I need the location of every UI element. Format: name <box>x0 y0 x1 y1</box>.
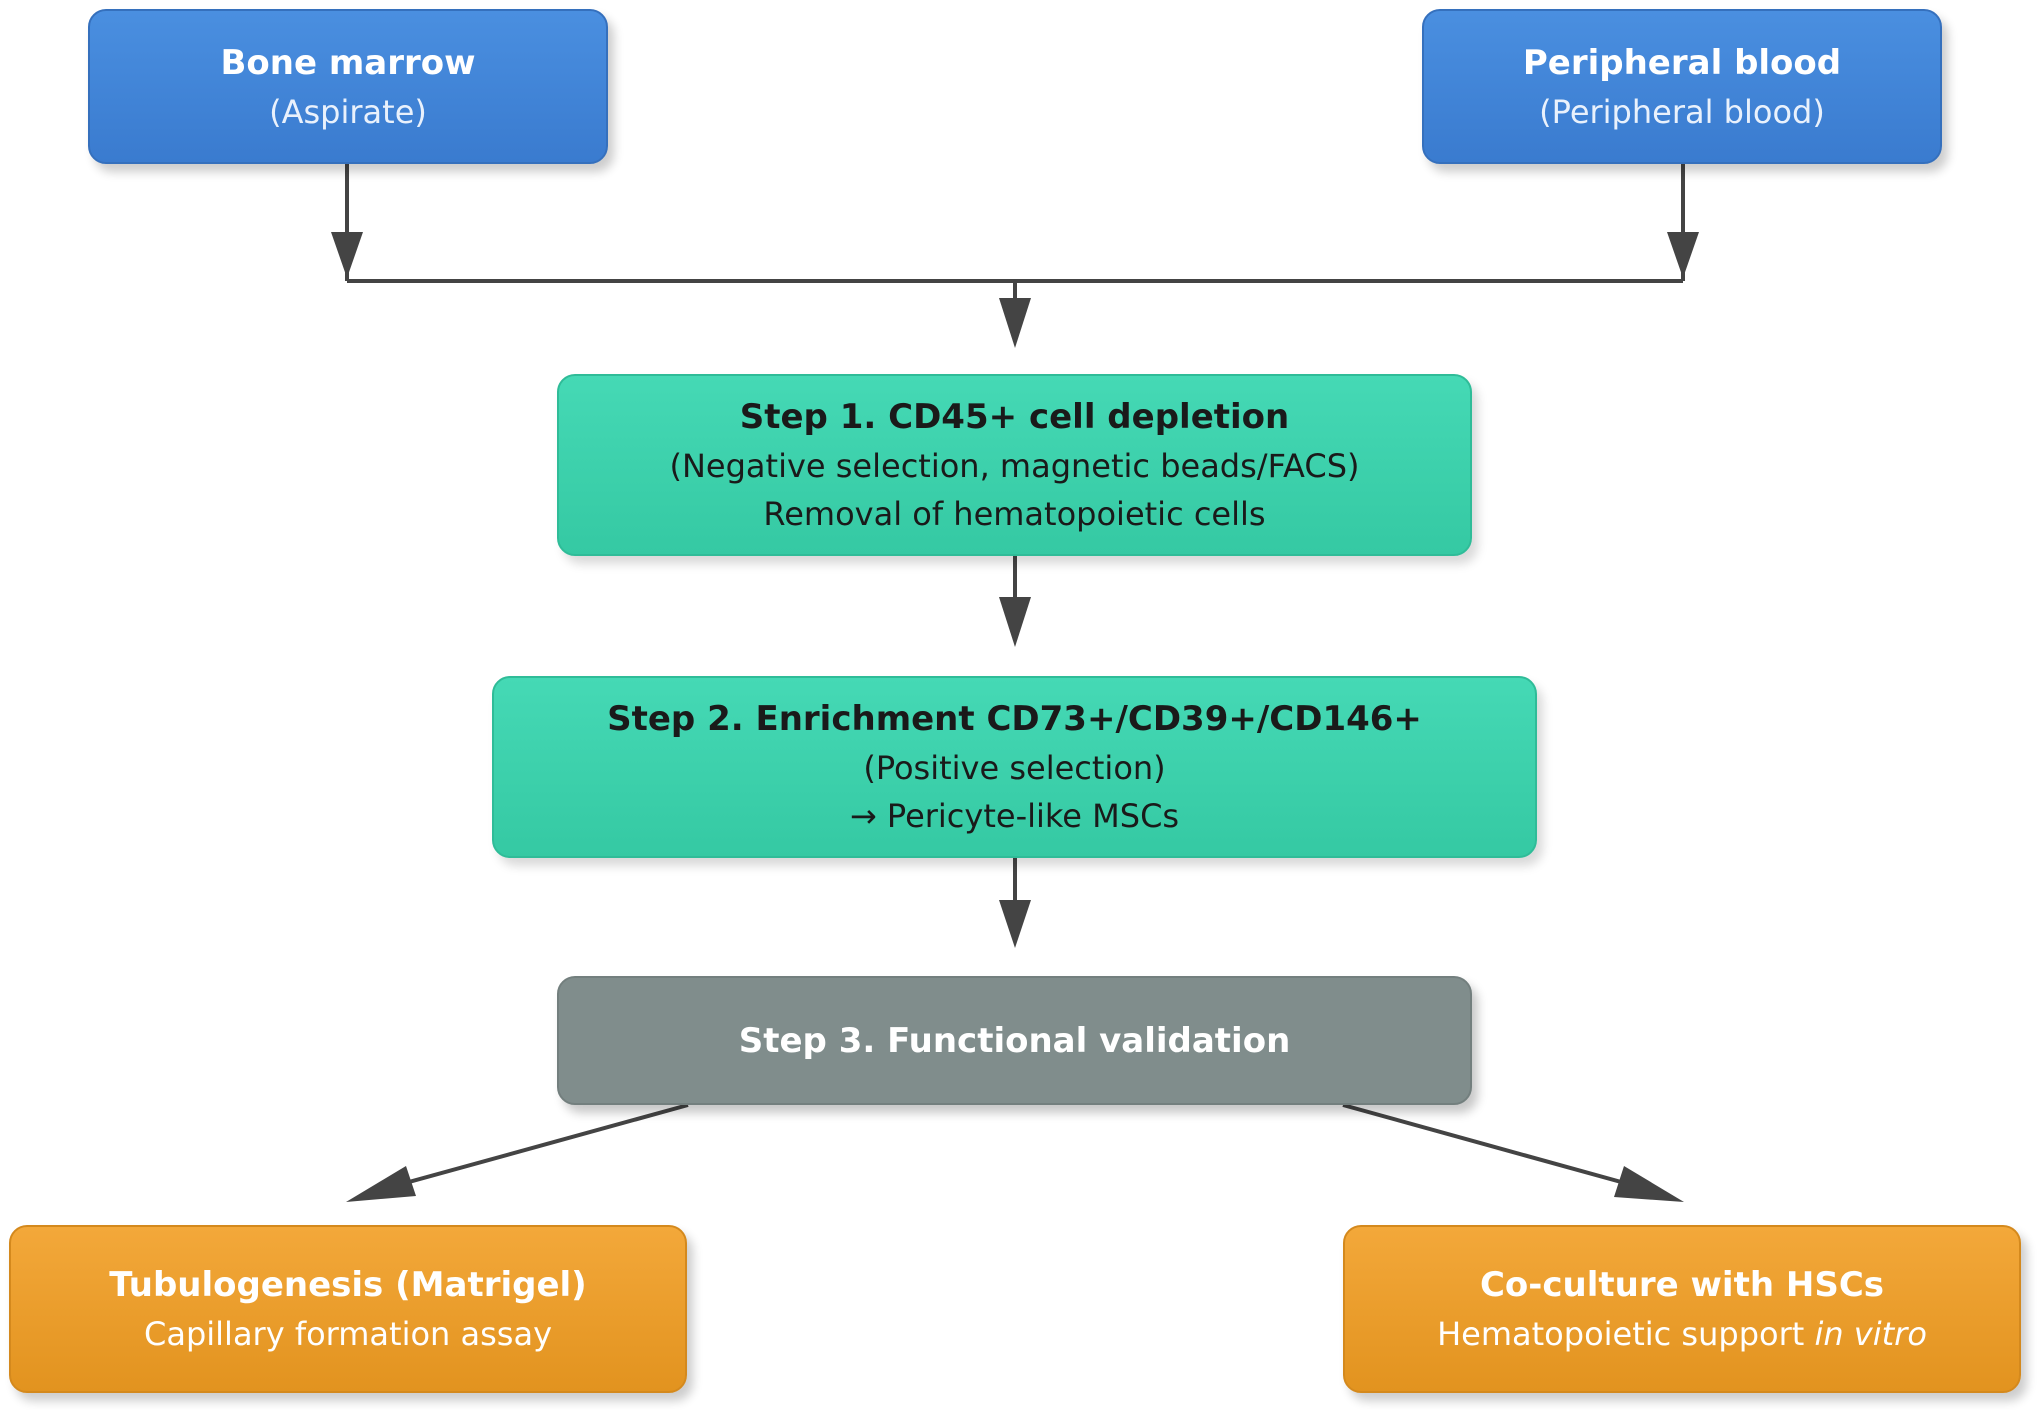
step1-line1: (Negative selection, magnetic beads/FACS… <box>669 447 1360 485</box>
coculture-title: Co-culture with HSCs <box>1479 1265 1885 1305</box>
arrowhead-left-outcome <box>346 1166 416 1202</box>
step3-box: Step 3. Functional validation <box>557 976 1472 1105</box>
coculture-line: Hematopoietic support in vitro <box>1437 1310 1927 1358</box>
bone-marrow-title: Bone marrow <box>220 42 476 83</box>
tubulogenesis-title: Tubulogenesis (Matrigel) <box>109 1265 587 1305</box>
step1-box: Step 1. CD45+ cell depletion (Negative s… <box>557 374 1472 556</box>
peripheral-blood-title: Peripheral blood <box>1522 42 1842 83</box>
step2-line2: → Pericyte-like MSCs <box>849 797 1180 835</box>
arrowhead-step3 <box>999 900 1031 948</box>
connector-step3-right <box>1342 1103 1651 1192</box>
arrowhead-step2 <box>999 597 1031 647</box>
tubulogenesis-box: Tubulogenesis (Matrigel) Capillary forma… <box>9 1225 687 1393</box>
coculture-line-text: Hematopoietic support <box>1437 1315 1815 1353</box>
peripheral-blood-box: Peripheral blood (Peripheral blood) <box>1422 9 1942 164</box>
arrowhead-step1 <box>999 298 1031 348</box>
step2-line1: (Positive selection) <box>863 749 1166 787</box>
bone-marrow-box: Bone marrow (Aspirate) <box>88 9 608 164</box>
step3-title: Step 3. Functional validation <box>738 1020 1291 1061</box>
arrowhead-peripheral-blood <box>1667 232 1699 278</box>
step2-title: Step 2. Enrichment CD73+/CD39+/CD146+ <box>607 699 1422 739</box>
step2-box: Step 2. Enrichment CD73+/CD39+/CD146+ (P… <box>492 676 1537 858</box>
bone-marrow-subtitle: (Aspirate) <box>269 92 427 131</box>
peripheral-blood-subtitle: (Peripheral blood) <box>1539 92 1825 131</box>
connector-step3-left <box>379 1103 689 1192</box>
arrowhead-right-outcome <box>1614 1166 1684 1202</box>
arrowhead-bone-marrow <box>331 232 363 278</box>
step1-line2: Removal of hematopoietic cells <box>763 495 1266 533</box>
tubulogenesis-line: Capillary formation assay <box>144 1315 552 1353</box>
coculture-line-emphasis: in vitro <box>1814 1315 1927 1353</box>
coculture-box: Co-culture with HSCs Hematopoietic suppo… <box>1343 1225 2021 1393</box>
step1-title: Step 1. CD45+ cell depletion <box>739 397 1290 437</box>
